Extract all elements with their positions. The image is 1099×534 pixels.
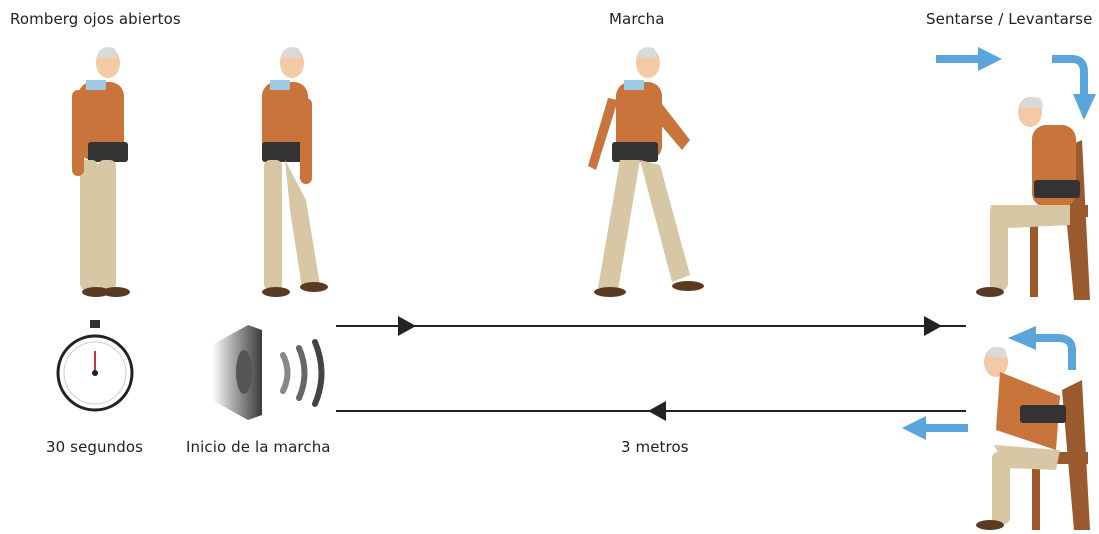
- figure-marcha: [588, 47, 704, 297]
- title-sentarse: Sentarse / Levantarse: [926, 10, 1093, 28]
- speaker-icon: [212, 325, 325, 420]
- stopwatch-icon: [56, 320, 134, 412]
- figure-sentado: [976, 97, 1090, 300]
- title-marcha: Marcha: [609, 10, 665, 28]
- label-inicio-marcha: Inicio de la marcha: [186, 438, 331, 456]
- figure-romberg: [72, 47, 130, 297]
- blue-arrow-down-curve: [1052, 55, 1096, 120]
- label-30-segundos: 30 segundos: [46, 438, 144, 456]
- walk-path-return: [336, 401, 966, 421]
- blue-arrow-left: [902, 416, 968, 440]
- walk-path-forward: [336, 316, 966, 336]
- blue-arrow-up-curve: [1008, 326, 1076, 370]
- title-romberg: Romberg ojos abiertos: [10, 10, 181, 28]
- figure-levantarse: [976, 347, 1090, 530]
- blue-arrow-right: [936, 47, 1002, 71]
- figure-inicio: [262, 47, 328, 297]
- label-3-metros: 3 metros: [621, 438, 689, 456]
